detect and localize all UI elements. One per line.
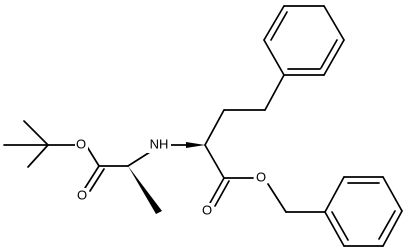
carbonyl-oxygen-left-label: O	[77, 187, 87, 202]
alanine-alpha-carbon	[127, 151, 162, 214]
stereo-wedge-right	[186, 142, 205, 148]
right-ester-bonds	[204, 144, 326, 213]
benzyl-phenyl-ring	[324, 176, 403, 247]
top-phenyl-ring	[263, 5, 345, 76]
carbonyl-oxygen-right-label: O	[202, 202, 212, 217]
phenethyl-side-chain	[204, 74, 285, 146]
amine-linkage	[170, 142, 205, 148]
stereo-wedge-left	[128, 166, 162, 214]
tert-butyl-group	[3, 120, 76, 168]
amine-nh-label: NH	[150, 136, 169, 151]
left-ester-bonds	[84, 144, 129, 192]
atom-labels: O O NH O O	[75, 136, 267, 219]
ester-oxygen-right-label: O	[256, 169, 266, 184]
ester-oxygen-left-label: O	[76, 136, 86, 151]
